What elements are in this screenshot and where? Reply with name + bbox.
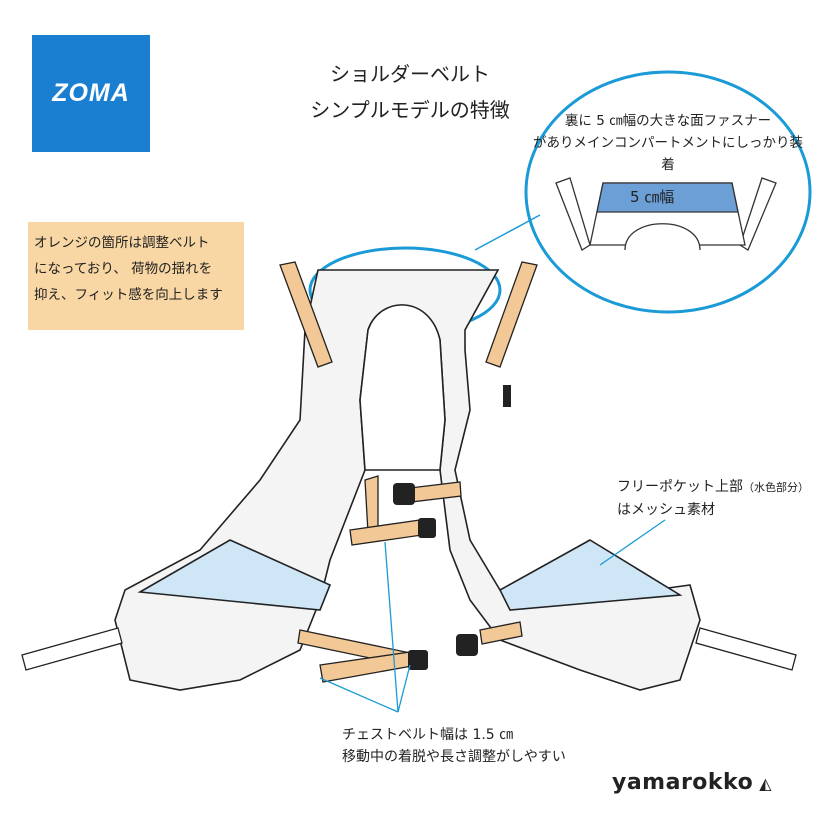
callout-leader-line <box>474 214 541 251</box>
velcro-note: 裏に 5 ㎝幅の大きな面ファスナー がありメインコンパートメントにしっかり装着 <box>530 110 806 176</box>
velcro-note-line-1: 裏に 5 ㎝幅の大きな面ファスナー <box>564 113 772 129</box>
vest-body <box>114 269 701 691</box>
orange-adjust-belts <box>279 261 538 683</box>
mountain-icon: ◭ <box>753 774 773 793</box>
velcro-note-line-2: がありメインコンパートメントにしっかり装着 <box>533 135 803 173</box>
zoma-logo: ZOMA <box>32 35 150 152</box>
chest-note-line-1: チェストベルト幅は 1.5 ㎝ <box>342 727 514 743</box>
mesh-left <box>137 539 332 611</box>
pocket-note: フリーポケット上部（水色部分） はメッシュ素材 <box>617 476 809 521</box>
pocket-note-line-2: はメッシュ素材 <box>617 502 715 518</box>
pocket-note-paren: （水色部分） <box>743 481 809 494</box>
orange-belt-note: オレンジの箇所は調整ベルト になっており、 荷物の揺れを 抑え、フィット感を向上… <box>28 222 244 330</box>
mesh-right <box>498 539 683 611</box>
title-line-1: ショルダーベルト <box>330 62 490 86</box>
orange-note-line-1: オレンジの箇所は調整ベルト <box>34 235 210 251</box>
chest-belt-note: チェストベルト幅は 1.5 ㎝ 移動中の着脱や長さ調整がしやすい <box>342 724 566 768</box>
zoom-detail <box>555 177 777 251</box>
logo-text: ZOMA <box>52 79 130 107</box>
orange-note-line-2: になっており、 荷物の揺れを <box>34 261 213 277</box>
chest-note-line-2: 移動中の着脱や長さ調整がしやすい <box>342 749 566 765</box>
yamarokko-logo: yamarokko ◭ <box>612 770 772 795</box>
title-line-2: シンプルモデルの特徴 <box>310 98 510 122</box>
brand-text: yamarokko <box>612 770 754 795</box>
velcro-width-label: 5 ㎝幅 <box>630 188 675 206</box>
orange-note-line-3: 抑え、フィット感を向上します <box>34 287 223 303</box>
velcro-patch <box>596 182 739 213</box>
pocket-note-line-1: フリーポケット上部 <box>617 479 743 495</box>
